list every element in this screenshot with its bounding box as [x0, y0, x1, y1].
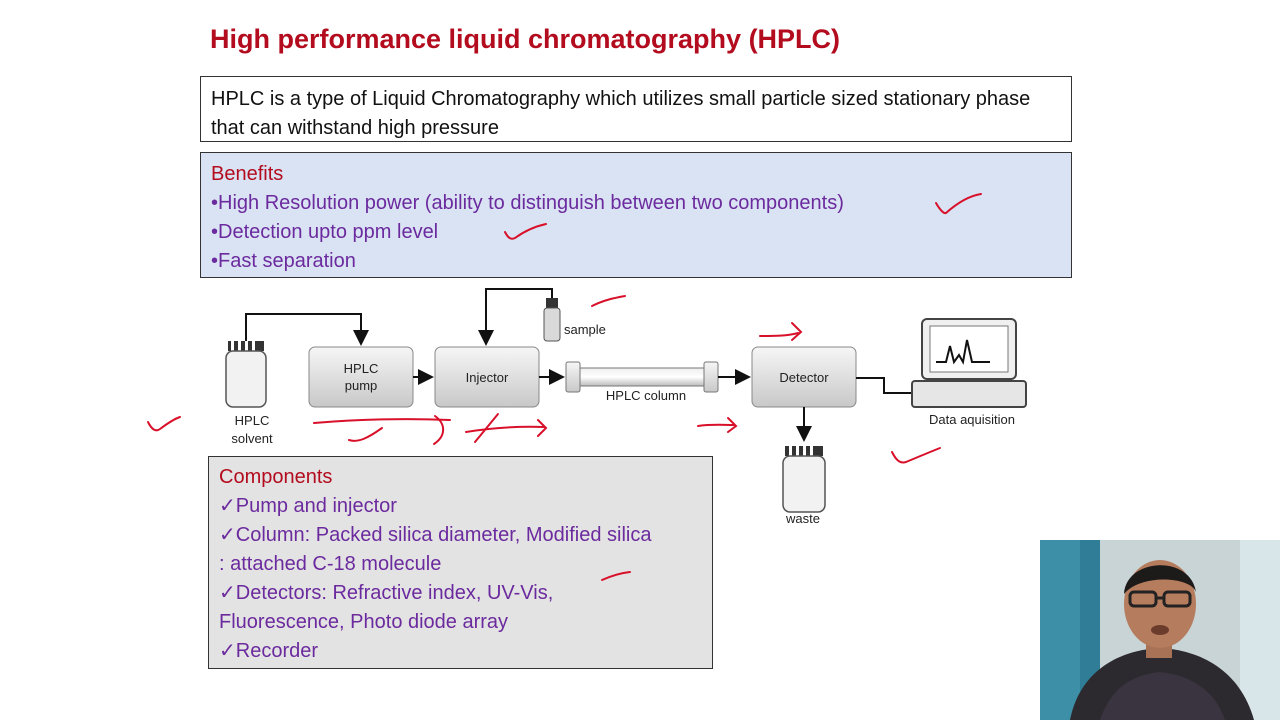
components-box: Components ✓Pump and injector ✓Column: P…	[208, 456, 713, 669]
solvent-label: solvent	[231, 431, 273, 446]
pump-label: HPLC	[344, 361, 379, 376]
component-line: ✓Detectors: Refractive index, UV-Vis,	[219, 582, 554, 604]
components-heading: Components	[219, 466, 333, 488]
benefit-item: •Fast separation	[211, 250, 356, 272]
slide-title: High performance liquid chromatography (…	[210, 24, 841, 54]
component-line: Fluorescence, Photo diode array	[219, 611, 509, 633]
data-acquisition-label: Data aquisition	[929, 412, 1015, 427]
component-line: ✓Recorder	[219, 640, 319, 662]
hplc-column-icon	[565, 361, 719, 393]
solvent-label: HPLC	[235, 413, 270, 428]
component-line: : attached C-18 molecule	[219, 553, 442, 575]
waste-label: waste	[785, 511, 820, 526]
hplc-diagram: HPLC solvent HPLC pump Injector sample H…	[225, 288, 1027, 526]
hplc-pump-box	[308, 346, 414, 408]
component-line: ✓Column: Packed silica diameter, Modifie…	[219, 524, 652, 546]
definition-box: HPLC is a type of Liquid Chromatography …	[200, 76, 1072, 142]
pump-label: pump	[345, 378, 378, 393]
injector-label: Injector	[466, 370, 509, 385]
sample-vial-icon	[543, 298, 561, 342]
benefit-item: •High Resolution power (ability to disti…	[211, 192, 844, 214]
detector-label: Detector	[779, 370, 829, 385]
benefit-item: •Detection upto ppm level	[211, 221, 439, 243]
solvent-bottle-icon	[225, 341, 267, 408]
benefits-heading: Benefits	[211, 163, 284, 185]
column-label: HPLC column	[606, 388, 686, 403]
computer-icon	[911, 318, 1027, 408]
benefits-box: Benefits •High Resolution power (ability…	[200, 152, 1072, 278]
presenter-webcam	[1040, 540, 1280, 720]
component-line: ✓Pump and injector	[219, 495, 397, 517]
sample-label: sample	[564, 322, 606, 337]
waste-bottle-icon	[782, 446, 826, 513]
